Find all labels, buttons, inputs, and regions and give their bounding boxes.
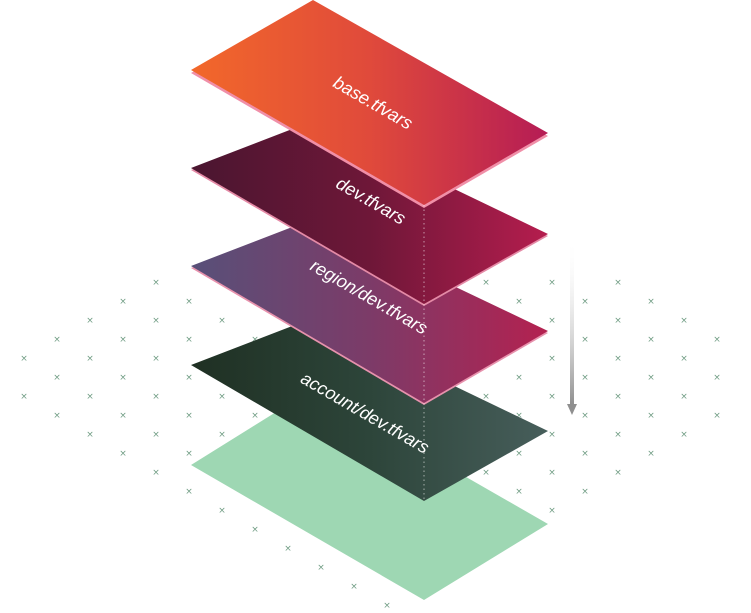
grid-mark: × (713, 335, 721, 345)
grid-mark: × (647, 411, 655, 421)
grid-mark: × (482, 392, 490, 402)
grid-mark: × (713, 411, 721, 421)
grid-mark: × (251, 411, 259, 421)
grid-mark: × (119, 411, 127, 421)
grid-mark: × (20, 354, 28, 364)
grid-mark: × (86, 354, 94, 364)
layer-account-plate (191, 318, 548, 501)
grid-mark: × (614, 392, 622, 402)
grid-mark: × (581, 373, 589, 383)
grid-mark: × (119, 449, 127, 459)
grid-mark: × (515, 373, 523, 383)
grid-mark: × (482, 278, 490, 288)
grid-mark: × (53, 373, 61, 383)
grid-mark: × (218, 316, 226, 326)
grid-mark: × (548, 506, 556, 516)
layer-base: base.tfvars (191, 0, 548, 208)
grid-mark: × (647, 373, 655, 383)
grid-mark: × (185, 297, 193, 307)
grid-mark: × (515, 411, 523, 421)
grid-mark: × (284, 544, 292, 554)
grid-mark: × (614, 468, 622, 478)
grid-mark: × (152, 468, 160, 478)
grid-mark: × (647, 335, 655, 345)
layer-account-side-edge (191, 389, 548, 600)
grid-mark: × (713, 373, 721, 383)
grid-mark: × (614, 278, 622, 288)
grid-mark: × (680, 392, 688, 402)
grid-mark: × (548, 354, 556, 364)
grid-mark: × (548, 278, 556, 288)
grid-mark: × (614, 354, 622, 364)
grid-mark: × (581, 335, 589, 345)
grid-mark: × (647, 297, 655, 307)
grid-mark: × (86, 430, 94, 440)
grid-mark: × (581, 449, 589, 459)
layer-region-plate (191, 219, 548, 403)
grid-mark: × (152, 316, 160, 326)
grid-mark: × (152, 278, 160, 288)
grid-mark: × (350, 582, 358, 592)
grid-mark: × (251, 335, 259, 345)
grid-mark: × (680, 354, 688, 364)
grid-mark: × (185, 373, 193, 383)
grid-mark: × (515, 297, 523, 307)
grid-mark: × (86, 316, 94, 326)
grid-mark: × (152, 392, 160, 402)
grid-mark: × (548, 316, 556, 326)
layer-dev-plate (191, 121, 548, 304)
grid-mark: × (680, 316, 688, 326)
grid-mark: × (647, 449, 655, 459)
grid-mark: × (614, 316, 622, 326)
grid-mark: × (185, 449, 193, 459)
grid-mark: × (86, 392, 94, 402)
layer-account: account/dev.tfvars (191, 318, 548, 600)
grid-mark: × (53, 335, 61, 345)
grid-mark: × (515, 487, 523, 497)
grid-mark: × (515, 449, 523, 459)
grid-mark: × (680, 430, 688, 440)
grid-mark: × (119, 335, 127, 345)
grid-mark: × (548, 468, 556, 478)
grid-mark: × (119, 373, 127, 383)
grid-mark: × (581, 297, 589, 307)
grid-mark: × (317, 563, 325, 573)
grid-mark: × (218, 392, 226, 402)
grid-mark: × (152, 354, 160, 364)
grid-mark: × (482, 468, 490, 478)
arrow-shaft (570, 238, 574, 404)
grid-mark: × (185, 411, 193, 421)
grid-mark: × (218, 430, 226, 440)
grid-mark: × (548, 392, 556, 402)
arrow-head (567, 404, 577, 415)
layer-base-plate (191, 0, 548, 205)
grid-mark: × (581, 487, 589, 497)
grid-mark: × (548, 430, 556, 440)
grid-mark: × (383, 601, 391, 611)
grid-mark: × (20, 392, 28, 402)
precedence-arrow (567, 238, 577, 415)
grid-mark: × (614, 430, 622, 440)
grid-mark: × (119, 297, 127, 307)
grid-mark: × (185, 335, 193, 345)
grid-mark: × (152, 430, 160, 440)
grid-mark: × (185, 487, 193, 497)
grid-mark: × (251, 525, 259, 535)
grid-mark: × (581, 411, 589, 421)
grid-mark: × (53, 411, 61, 421)
grid-mark: × (218, 506, 226, 516)
